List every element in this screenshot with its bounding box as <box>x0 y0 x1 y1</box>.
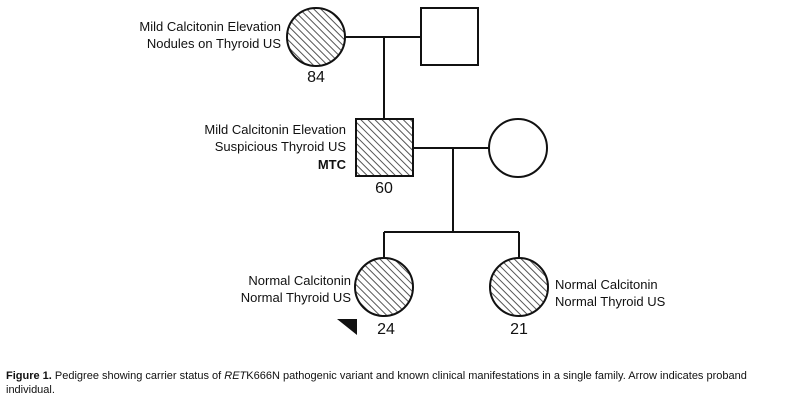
father-phenotype-line2: Suspicious Thyroid US <box>215 139 347 154</box>
father-phenotype-line1: Mild Calcitonin Elevation <box>204 122 346 137</box>
caption-text-before: Pedigree showing carrier status of <box>54 370 222 382</box>
mother-circle <box>488 118 548 178</box>
grandmother-carrier-circle <box>286 7 346 67</box>
figure-caption: Figure 1. Pedigree showing carrier statu… <box>6 369 794 397</box>
pedigree-lines <box>346 36 520 259</box>
caption-text-after: K666N pathogenic variant and known clini… <box>6 370 747 396</box>
grandmother-phenotype-line2: Nodules on Thyroid US <box>147 36 281 51</box>
daughter-proband-age: 24 <box>377 321 395 338</box>
grandfather-square <box>420 7 479 66</box>
daughter-2-phenotype-line1: Normal Calcitonin <box>555 277 658 292</box>
grandmother-age: 84 <box>307 69 325 86</box>
grandmother-phenotype-line1: Mild Calcitonin Elevation <box>139 19 281 34</box>
figure-label: Figure 1. <box>6 370 52 382</box>
father-diagnosis-mtc: MTC <box>318 157 347 172</box>
caption-gene-name: RET <box>224 370 247 382</box>
daughter-proband-carrier-circle <box>354 257 414 317</box>
daughter-proband-phenotype-line1: Normal Calcitonin <box>248 273 351 288</box>
daughter-proband-phenotype-line2: Normal Thyroid US <box>241 290 352 305</box>
father-carrier-affected-square <box>355 118 414 177</box>
proband-arrow-icon <box>337 319 357 335</box>
father-age: 60 <box>375 180 393 197</box>
pedigree-diagram: Mild Calcitonin Elevation Nodules on Thy… <box>139 7 666 338</box>
daughter-2-carrier-circle <box>489 257 549 317</box>
daughter-2-age: 21 <box>510 321 528 338</box>
daughter-2-phenotype-line2: Normal Thyroid US <box>555 294 666 309</box>
